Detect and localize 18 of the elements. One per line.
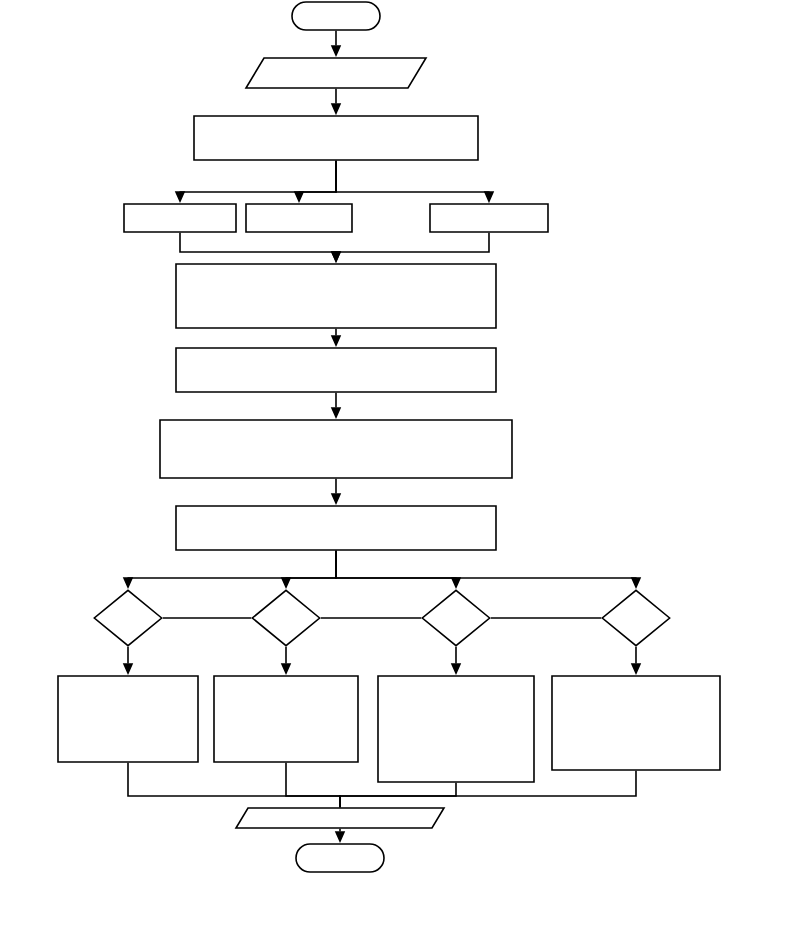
terminal-pill <box>291 1 381 31</box>
process-box <box>57 675 199 763</box>
process-box <box>377 675 535 783</box>
decision-diamond <box>251 589 321 647</box>
process-box <box>175 263 497 329</box>
process-box <box>123 203 237 233</box>
decision-diamond <box>421 589 491 647</box>
process-box <box>213 675 359 763</box>
process-box <box>175 505 497 551</box>
process-box <box>245 203 353 233</box>
decision-diamond <box>601 589 671 647</box>
process-box <box>175 347 497 393</box>
decision-diamond <box>93 589 163 647</box>
process-box <box>551 675 721 771</box>
terminal-pill <box>295 843 385 873</box>
process-box <box>159 419 513 479</box>
process-box <box>193 115 479 161</box>
process-box <box>429 203 549 233</box>
